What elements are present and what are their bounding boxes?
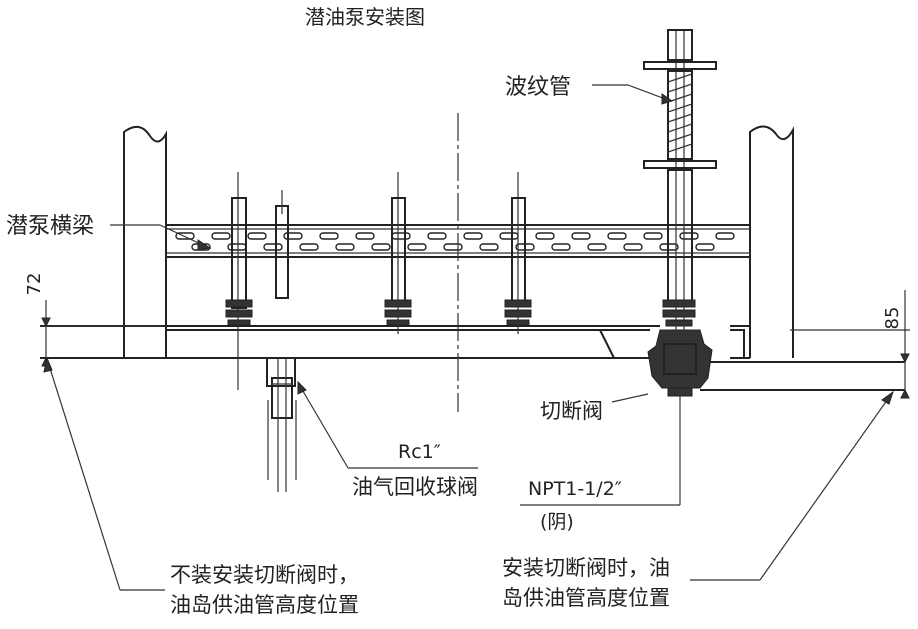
leader-bellows xyxy=(592,84,674,105)
label-npt: NPT1-1/2″ xyxy=(528,478,622,500)
label-rc1: Rc1″ xyxy=(398,441,441,463)
left-wall xyxy=(123,125,167,358)
leader-shutoff-valve xyxy=(611,393,649,403)
note-left-line2: 油岛供油管高度位置 xyxy=(170,593,359,617)
ball-valve-assembly xyxy=(266,357,297,492)
bellows-hatching xyxy=(667,73,693,153)
right-wall xyxy=(749,125,794,358)
note-right-line2: 岛供油管高度位置 xyxy=(502,586,670,610)
leader-ball-valve xyxy=(297,380,478,469)
label-bellows: 波纹管 xyxy=(505,75,571,100)
diagram-title: 潜油泵安装图 xyxy=(305,5,425,29)
threaded-rod-3 xyxy=(384,172,412,334)
label-female: (阴) xyxy=(540,511,574,533)
label-beam: 潜泵横梁 xyxy=(6,214,94,239)
bellows-pipe xyxy=(643,29,717,330)
note-left-line1: 不装安装切断阀时， xyxy=(170,563,359,587)
threaded-rod-4 xyxy=(504,172,532,334)
beam-slots-bottom xyxy=(191,243,715,251)
base-slab xyxy=(40,325,905,391)
dimension-right: 85 xyxy=(790,290,910,399)
pump-beam xyxy=(165,224,751,258)
note-right-line1: 安装切断阀时，油 xyxy=(502,556,670,580)
beam-slots-top xyxy=(175,232,735,240)
dimension-left-value: 72 xyxy=(24,273,45,296)
dimension-right-value: 85 xyxy=(882,307,903,330)
leader-beam xyxy=(110,224,212,251)
leader-note-right xyxy=(690,390,894,581)
leader-note-left xyxy=(43,356,165,591)
threaded-rod-1 xyxy=(225,172,253,390)
threaded-rod-2 xyxy=(275,190,289,299)
dimension-left: 72 xyxy=(24,273,166,367)
label-shutoff-valve: 切断阀 xyxy=(540,399,603,423)
shutoff-valve xyxy=(647,329,713,505)
label-ball-valve: 油气回收球阀 xyxy=(352,475,478,499)
